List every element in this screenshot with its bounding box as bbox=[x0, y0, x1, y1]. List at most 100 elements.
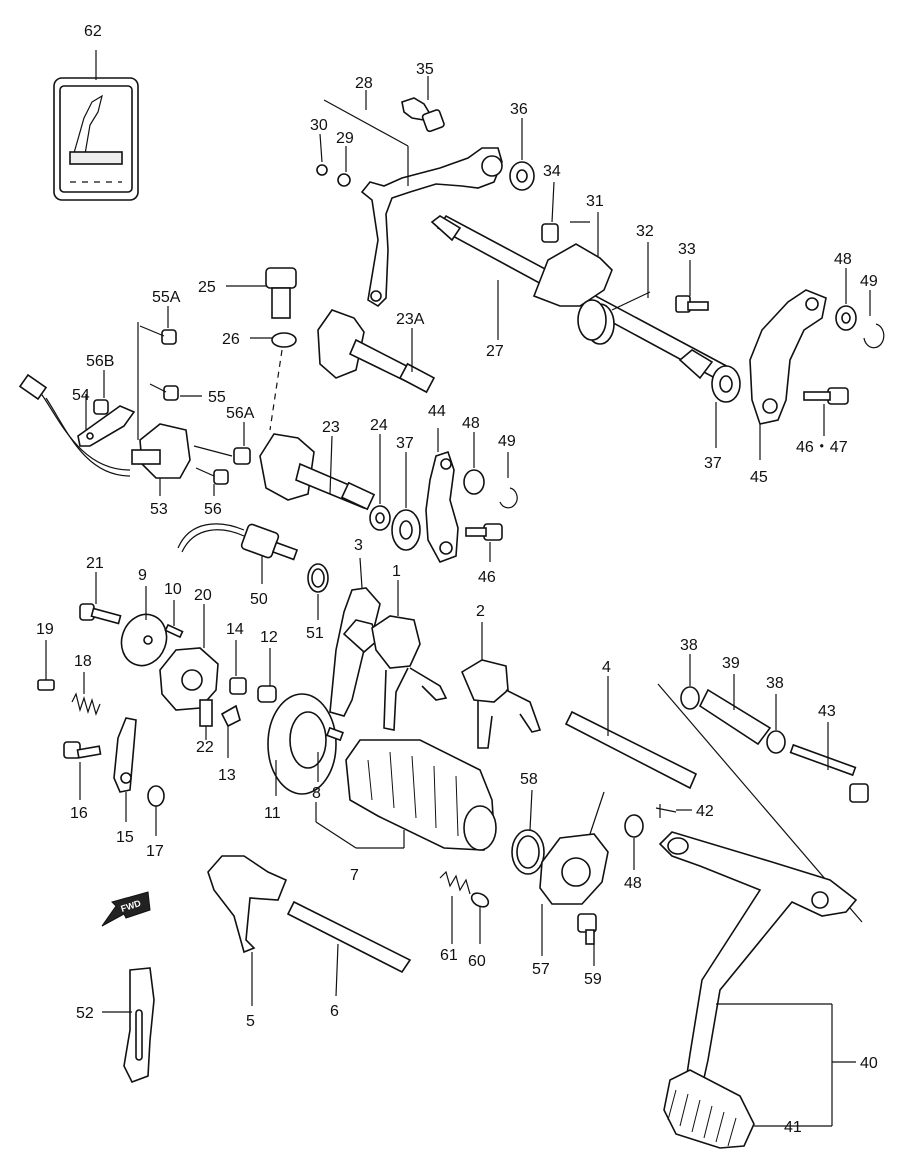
label-27: 27 bbox=[486, 343, 504, 360]
label-4: 4 bbox=[602, 659, 611, 676]
label-10: 10 bbox=[164, 581, 182, 598]
label-52: 52 bbox=[76, 1005, 94, 1022]
cam-22 bbox=[199, 699, 213, 740]
bolt-21 bbox=[79, 572, 122, 625]
label-62: 62 bbox=[84, 23, 102, 40]
cam-20 bbox=[159, 604, 219, 711]
part-62-decal bbox=[53, 50, 139, 201]
label-51: 51 bbox=[306, 625, 324, 642]
label-43: 43 bbox=[818, 703, 836, 720]
label-37-mid: 37 bbox=[396, 435, 414, 452]
arm-15 bbox=[113, 717, 137, 822]
label-41: 41 bbox=[784, 1119, 802, 1136]
rod-6 bbox=[286, 900, 412, 997]
lever-44 bbox=[425, 428, 459, 563]
bolt-55a bbox=[137, 306, 177, 440]
bolt-46-lower bbox=[465, 523, 503, 562]
fork-2 bbox=[460, 622, 542, 749]
clip-49-middle bbox=[499, 452, 518, 509]
switch-57 bbox=[539, 791, 609, 956]
label-15: 15 bbox=[116, 829, 134, 846]
bracket-52 bbox=[102, 967, 155, 1084]
label-21: 21 bbox=[86, 555, 104, 572]
label-19: 19 bbox=[36, 621, 54, 638]
shift-lever-28 bbox=[316, 90, 503, 308]
label-11: 11 bbox=[264, 805, 281, 822]
label-3: 3 bbox=[354, 537, 363, 554]
label-13: 13 bbox=[218, 767, 236, 784]
label-9: 9 bbox=[138, 567, 147, 584]
spring-61 bbox=[439, 870, 471, 944]
bolt-43 bbox=[789, 722, 869, 803]
label-22: 22 bbox=[196, 739, 214, 756]
label-14: 14 bbox=[226, 621, 244, 638]
label-61: 61 bbox=[440, 947, 458, 964]
label-49-mid: 49 bbox=[498, 433, 516, 450]
washer-48-middle bbox=[463, 432, 485, 495]
bolt-46-47 bbox=[803, 387, 849, 436]
pin-60 bbox=[470, 892, 490, 944]
bolt-56a bbox=[193, 422, 251, 465]
label-16: 16 bbox=[70, 805, 88, 822]
pin-10 bbox=[164, 600, 184, 639]
label-31: 31 bbox=[586, 193, 604, 210]
shaft-23 bbox=[259, 433, 376, 511]
bracket-54 bbox=[77, 394, 136, 447]
roller-12 bbox=[257, 648, 277, 703]
label-39: 39 bbox=[722, 655, 740, 672]
bolt-16 bbox=[63, 741, 102, 800]
label-59: 59 bbox=[584, 971, 602, 988]
label-8: 8 bbox=[312, 785, 321, 802]
label-46-47: 46・47 bbox=[796, 439, 848, 456]
fwd-arrow-icon: FWD bbox=[101, 891, 151, 927]
label-50: 50 bbox=[250, 591, 268, 608]
label-23: 23 bbox=[322, 419, 340, 436]
sleeve-39 bbox=[698, 674, 772, 746]
label-55: 55 bbox=[208, 389, 226, 406]
oring-51 bbox=[307, 563, 329, 620]
label-37-top: 37 bbox=[704, 455, 722, 472]
label-5: 5 bbox=[246, 1013, 255, 1030]
part-number-labels: 62 28 35 36 30 29 34 31 32 33 48 49 25 5… bbox=[36, 23, 878, 1136]
label-1: 1 bbox=[392, 563, 401, 580]
bolt-19 bbox=[37, 640, 55, 691]
label-56b: 56B bbox=[86, 353, 114, 370]
bolt-55 bbox=[149, 383, 202, 401]
label-2: 2 bbox=[476, 603, 485, 620]
spring-32 bbox=[577, 242, 651, 345]
shaft-23a bbox=[317, 309, 436, 394]
label-38-right: 38 bbox=[766, 675, 784, 692]
fork-1 bbox=[371, 580, 448, 731]
washer-17 bbox=[147, 785, 165, 836]
bolt-35 bbox=[401, 76, 445, 133]
label-25: 25 bbox=[198, 279, 216, 296]
label-36: 36 bbox=[510, 101, 528, 118]
label-57: 57 bbox=[532, 961, 550, 978]
label-42: 42 bbox=[696, 803, 714, 820]
bushing-37-lower bbox=[391, 452, 421, 551]
shift-shaft-27 bbox=[430, 212, 736, 386]
label-30: 30 bbox=[310, 117, 328, 134]
label-33: 33 bbox=[678, 241, 696, 258]
fork-5 bbox=[207, 855, 288, 1006]
bolt-14 bbox=[229, 640, 247, 695]
label-26: 26 bbox=[222, 331, 240, 348]
label-44: 44 bbox=[428, 403, 446, 420]
nut-56b bbox=[93, 370, 109, 415]
label-35: 35 bbox=[416, 61, 434, 78]
label-32: 32 bbox=[636, 223, 654, 240]
label-56a: 56A bbox=[226, 405, 255, 422]
pedal-rubber-41 bbox=[663, 1069, 832, 1149]
switch-50 bbox=[177, 523, 299, 584]
label-34: 34 bbox=[543, 163, 561, 180]
bolt-59 bbox=[577, 913, 597, 966]
label-45: 45 bbox=[750, 469, 768, 486]
label-28: 28 bbox=[355, 75, 373, 92]
label-49-top: 49 bbox=[860, 273, 878, 290]
pin-42 bbox=[655, 804, 692, 818]
label-7: 7 bbox=[350, 867, 359, 884]
washer-36 bbox=[509, 118, 535, 191]
washer-48-upper bbox=[835, 268, 857, 331]
bearing-11 bbox=[267, 693, 337, 796]
